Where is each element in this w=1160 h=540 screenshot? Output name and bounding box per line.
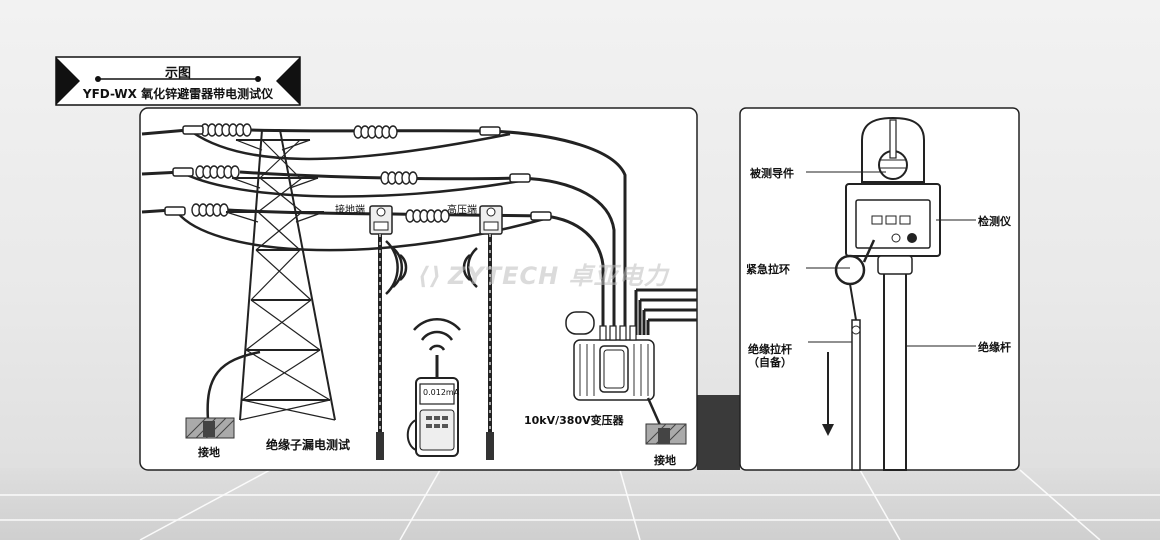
detector-assembly <box>822 116 941 471</box>
label-high-voltage-end: 高压端 <box>447 205 477 216</box>
label-emergency-ring: 紧急拉环 <box>746 263 790 276</box>
handheld-meter <box>406 318 461 457</box>
signal-arcs <box>385 240 478 295</box>
meter-reading: 0.012mA <box>423 388 460 397</box>
header-title: 示图 <box>164 66 191 81</box>
label-conductor: 被测导件 <box>750 167 794 180</box>
label-ground-end: 接地端 <box>335 205 365 216</box>
label-tester: 检测仪 <box>978 215 1011 228</box>
label-insulator-test: 绝缘子漏电测试 <box>266 438 351 452</box>
transmission-tower <box>225 129 336 421</box>
sensor-ground-end <box>369 205 393 460</box>
sensor-high-voltage-end <box>479 205 503 460</box>
label-ground-tower: 接地 <box>198 446 220 459</box>
label-transformer: 10kV/380V变压器 <box>524 414 624 427</box>
watermark-brand: ZYTECH 卓亚电力 <box>448 262 669 290</box>
label-insulating-rod: 绝缘杆 <box>978 341 1011 354</box>
header: 示图 YFD-WX 氧化锌避雷器带电测试仪 <box>56 57 300 105</box>
label-ground-transformer: 接地 <box>654 454 676 467</box>
label-pull-rod: 绝缘拉杆 <box>748 343 792 356</box>
label-pull-rod-note: （自备） <box>748 356 792 369</box>
line-clamps <box>164 125 552 221</box>
floor <box>0 395 1160 540</box>
transformer <box>565 285 697 445</box>
leader-lines <box>806 171 976 347</box>
right-panel <box>739 107 1020 471</box>
line-insulators <box>191 123 450 223</box>
header-tag <box>55 56 301 106</box>
watermark: ⟨⟩ZYTECH 卓亚电力 <box>418 256 669 291</box>
brand-logo-icon: ⟨⟩ <box>418 262 442 290</box>
tower-ground <box>185 350 261 439</box>
header-subtitle: YFD-WX 氧化锌避雷器带电测试仪 <box>82 87 274 101</box>
